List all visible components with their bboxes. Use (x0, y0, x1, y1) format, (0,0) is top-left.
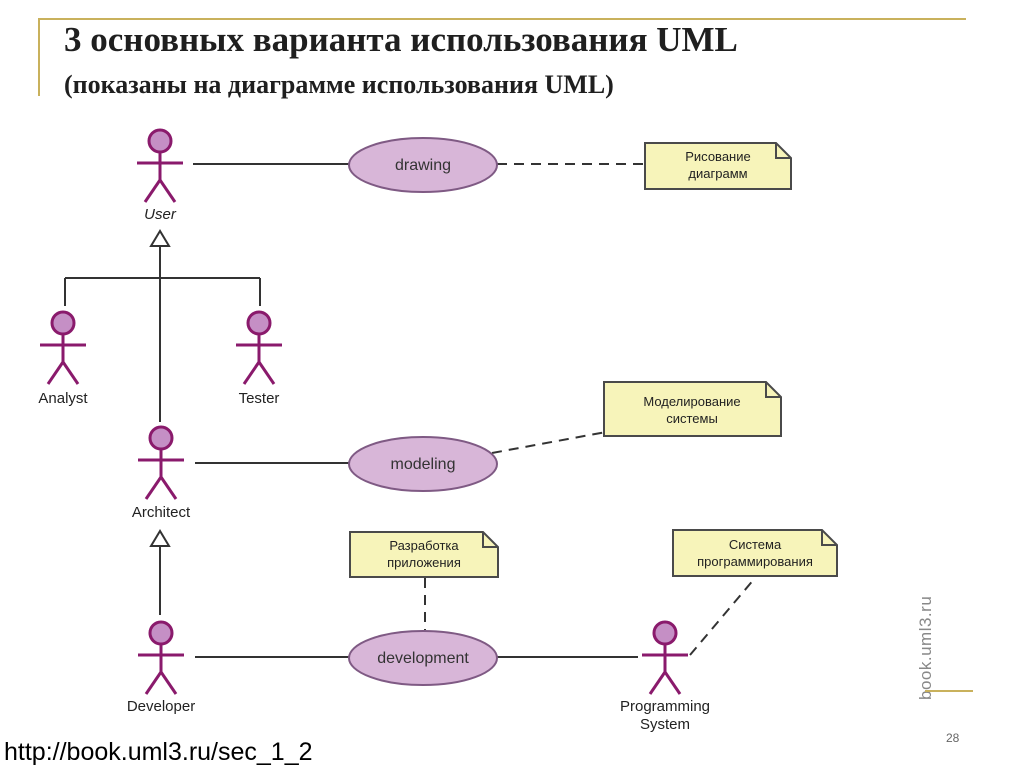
actor-user: User (135, 128, 185, 223)
title-accent-vertical-line (38, 18, 40, 96)
user-generalization-arrowhead (149, 229, 171, 247)
note-dev-line2: приложения (387, 555, 461, 570)
actor-label-programming: Programming (620, 698, 710, 715)
actor-label-tester: Tester (239, 390, 280, 407)
note-dev-line1: Разработка (389, 538, 459, 553)
actor-label-developer: Developer (127, 698, 195, 715)
actor-analyst: Analyst (38, 310, 88, 407)
watermark-text: book.uml3.ru (916, 595, 935, 700)
note-drawing: Рисование диаграмм (644, 142, 792, 190)
developer-actor-icon (136, 620, 186, 696)
association-lines (193, 163, 638, 658)
architect-actor-icon (136, 425, 186, 501)
analyst-actor-icon (38, 310, 88, 386)
user-actor-icon (135, 128, 185, 204)
usecase-label-modeling: modeling (391, 456, 456, 473)
actor-label-architect: Architect (132, 504, 191, 521)
usecase-drawing: drawing (348, 137, 498, 193)
slide-subtitle: (показаны на диаграмме использования UML… (64, 70, 614, 99)
slide-title-block: 3 основных варианта использования UML (п… (64, 18, 964, 102)
usecase-development: development (348, 630, 498, 686)
actor-label-analyst: Analyst (38, 390, 88, 407)
actor-label-user: User (144, 206, 177, 223)
note-system-line2: программирования (697, 554, 813, 569)
footer-accent-line (925, 690, 973, 692)
architect-generalization-arrowhead (149, 529, 171, 547)
generalization-lines (64, 246, 261, 615)
note-modeling-line1: Моделирование (643, 394, 740, 409)
note-development: Разработка приложения (349, 531, 499, 578)
note-anchor-lines (424, 163, 756, 656)
note-system-line1: Система (729, 537, 782, 552)
usecase-modeling: modeling (348, 436, 498, 492)
actor-programming-system: Programming System (620, 620, 710, 733)
page-number: 28 (946, 731, 960, 745)
note-programming-system: Система программирования (672, 529, 838, 577)
source-url: http://book.uml3.ru/sec_1_2 (4, 738, 313, 766)
actor-developer: Developer (127, 620, 195, 715)
usecase-label-drawing: drawing (395, 157, 451, 174)
tester-actor-icon (234, 310, 284, 386)
programming-system-actor-icon (640, 620, 690, 696)
note-modeling: Моделирование системы (603, 381, 782, 437)
actor-tester: Tester (234, 310, 284, 407)
actor-label-system: System (640, 716, 690, 733)
title-accent-horizontal-line (38, 18, 966, 20)
note-drawing-line2: диаграмм (688, 166, 747, 181)
usecase-label-development: development (377, 650, 469, 667)
slide-title: 3 основных варианта использования UML (64, 20, 738, 59)
note-drawing-line1: Рисование (685, 149, 750, 164)
note-modeling-line2: системы (666, 411, 718, 426)
actor-architect: Architect (132, 425, 191, 521)
